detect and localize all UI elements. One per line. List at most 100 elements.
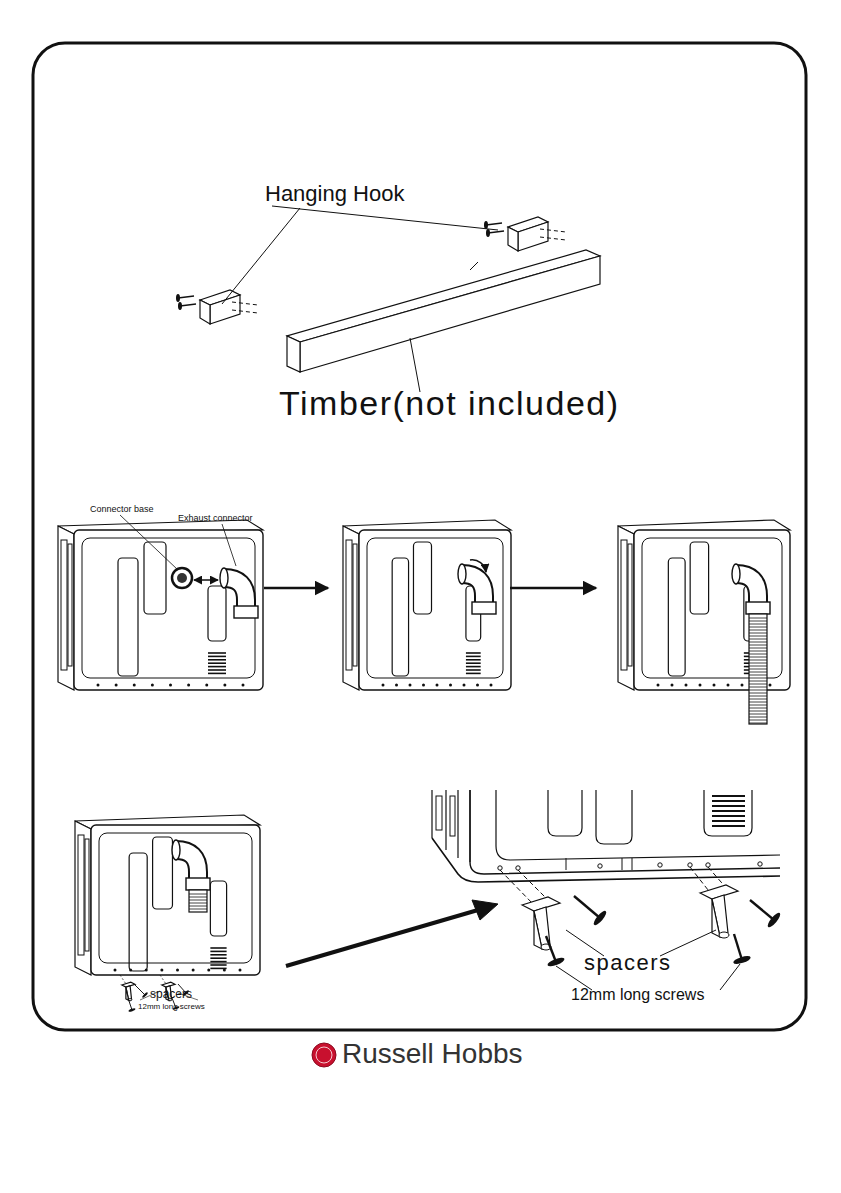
hook-side [200,300,210,324]
hose-rib [749,642,767,643]
part-label: spacers [150,988,192,1000]
back-panel-recess [210,881,226,936]
vent-slat [210,957,226,959]
back-panel-recess [690,542,708,614]
leader-line [272,206,498,230]
exhaust-connector [220,568,258,618]
hose-rib [749,714,767,715]
screw-path [540,237,566,240]
screw [574,896,608,927]
back-panel-recess [144,542,166,614]
connector-base [172,568,192,588]
dryer-back [75,815,260,975]
hose-rib [749,624,767,625]
elbow-collar [472,602,496,614]
screw-hole [713,684,716,687]
dryer-inner-frame [82,538,255,678]
dryer-back-panel [74,530,263,690]
screw-head [766,911,782,929]
dryer-back [58,520,263,690]
screw-hole [169,684,172,687]
spacer-end [719,932,729,938]
screw-hole [685,684,688,687]
dryer-side [343,526,359,690]
screw-hole [192,969,195,972]
vent-slat [208,662,226,664]
hose-rib [189,903,207,904]
side-slot [450,796,455,836]
screw-hole [758,862,762,866]
hose-rib [749,648,767,649]
leader-line [470,262,478,270]
hose-rib [749,657,767,658]
hook-face [210,295,240,324]
leader-line [222,208,300,304]
hook-side [508,227,518,251]
back-panel-recess [118,558,138,676]
part-label: Timber(not included) [279,386,620,420]
timber-end-face [287,336,300,372]
vent-slat [208,673,226,675]
dashed-guide [518,870,548,900]
vent-slat [712,810,745,812]
seam-line [632,858,633,870]
screw [128,998,136,1012]
dashed-guide [160,975,166,984]
screw-shaft [486,223,502,225]
leader-line [120,515,178,570]
screw-hole [598,864,602,868]
elbow-mouth [172,840,180,860]
screw-hole [688,863,692,867]
vent-recess [704,790,752,836]
screw-hole [205,684,208,687]
screw-hole [176,969,179,972]
vent-slat [712,795,745,797]
screw-path [232,302,258,305]
side-slot [85,839,89,951]
hose-rib [749,675,767,676]
hose-rib [749,696,767,697]
fit-arrow [194,579,218,581]
hose-rib [749,690,767,691]
screw-path [540,229,566,232]
screw-hole [160,969,163,972]
vent-slat [712,800,745,802]
exhaust-connector [458,564,496,614]
screw-head [592,909,608,927]
vent-slat [712,815,745,817]
leader-line [222,524,236,566]
screw-hole [145,969,148,972]
elbow-collar [186,878,210,890]
screw-shaft [180,304,196,306]
screw-path [232,310,258,313]
connector-steps [58,515,790,724]
leader-line [410,338,420,392]
spacer-steps [75,815,498,1012]
hose-rib [749,636,767,637]
leader-line [720,964,740,990]
side-slot [68,544,72,666]
hose-rib [749,666,767,667]
logo-emblem [312,1043,336,1067]
hose-rib [749,651,767,652]
vent-slat [466,659,481,661]
dryer-side [58,526,74,690]
dryer-inner-frame [99,833,252,963]
elbow-mouth [220,568,228,588]
vent-slat [208,656,226,658]
hanging-hook [176,290,258,324]
hose-rib [749,639,767,640]
dryer-inner-frame [642,538,782,678]
screw-hole [727,684,730,687]
side-edge [457,790,458,858]
vent-slat [466,662,481,664]
spacer [522,897,560,950]
screw-shaft [750,900,774,920]
part-label: Exhaust connector [178,514,253,523]
hose-rib [189,906,207,907]
vent-slat [210,964,226,966]
hose-rib [749,687,767,688]
screw-shaft [546,936,556,962]
vent-slat [210,961,226,963]
